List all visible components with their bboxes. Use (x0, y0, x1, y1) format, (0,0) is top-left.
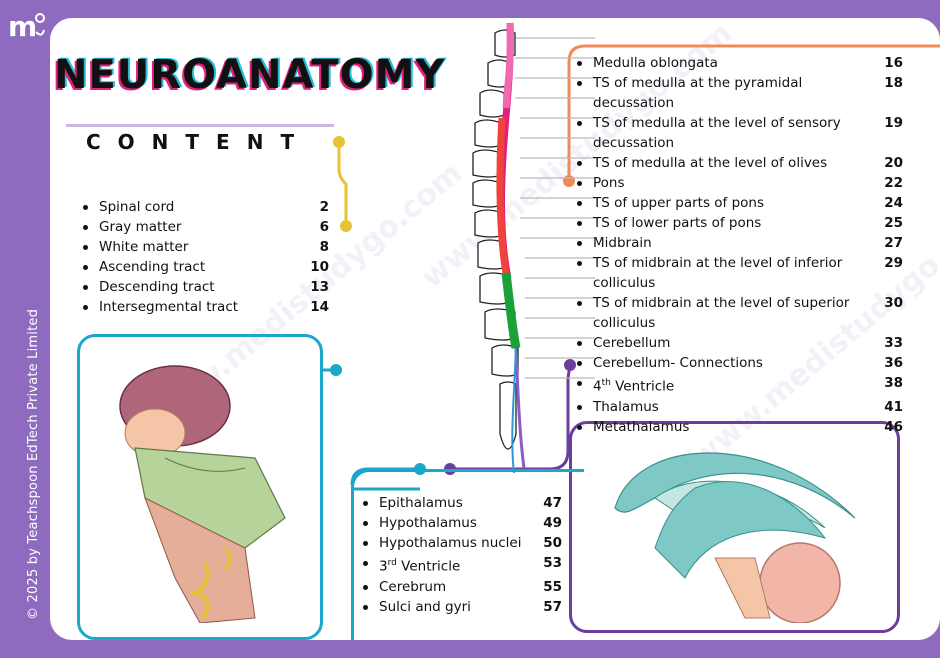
toc-item-page: 36 (884, 355, 903, 371)
toc-item-title: Hypothalamus nuclei (379, 535, 522, 551)
brainstem-illustration (119, 365, 286, 623)
toc-item-page: 33 (884, 335, 903, 351)
toc-item-page: 47 (543, 495, 562, 511)
spinal-column-illustration (472, 22, 595, 474)
toc-item-page: 30 (884, 295, 903, 311)
toc-item[interactable]: TS of upper parts of pons 24 (577, 193, 903, 213)
toc-item-title: TS of midbrain at the level of superior … (593, 295, 850, 331)
toc-item-title: Midbrain (593, 235, 652, 251)
toc-item[interactable]: Thalamus 41 (577, 397, 903, 417)
svg-text:m: m (8, 10, 37, 43)
toc-item-page: 38 (884, 375, 903, 391)
toc-item[interactable]: Hypothalamus 49 (363, 513, 562, 533)
toc-item[interactable]: TS of midbrain at the level of inferior … (577, 253, 903, 293)
toc-item-page: 13 (310, 279, 329, 295)
toc-item[interactable]: Sulci and gyri 57 (363, 597, 562, 617)
toc-item-title: Sulci and gyri (379, 598, 471, 615)
toc-item-title: 4th Ventricle (593, 378, 675, 395)
toc-item[interactable]: Descending tract 13 (83, 277, 329, 297)
toc-item[interactable]: Spinal cord 2 (83, 197, 329, 217)
brand-logo: m (8, 10, 45, 43)
toc-item[interactable]: TS of lower parts of pons 25 (577, 213, 903, 233)
toc-item-page: 19 (884, 115, 903, 131)
toc-item-title: Cerebellum- Connections (593, 355, 763, 371)
toc-item-page: 57 (543, 598, 562, 615)
toc-item[interactable]: 3rd Ventricle 53 (363, 553, 562, 577)
toc-item[interactable]: TS of medulla at the pyramidal decussati… (577, 73, 903, 113)
toc-item-title: Ascending tract (99, 259, 206, 275)
toc-item[interactable]: Pons 22 (577, 173, 903, 193)
toc-item-page: 55 (543, 578, 562, 595)
toc-item[interactable]: Medulla oblongata 16 (577, 53, 903, 73)
toc-item-page: 18 (884, 75, 903, 91)
toc-item[interactable]: Epithalamus 47 (363, 493, 562, 513)
title-underline (66, 124, 334, 127)
toc-item-page: 50 (543, 535, 562, 551)
toc-item[interactable]: 4th Ventricle 38 (577, 373, 903, 397)
toc-item-title: TS of upper parts of pons (593, 195, 764, 211)
toc-item-page: 29 (884, 255, 903, 271)
toc-item[interactable]: Cerebellum- Connections 36 (577, 353, 903, 373)
brainstem-image-frame (77, 334, 323, 640)
toc-item-page: 25 (884, 215, 903, 231)
toc-item-page: 20 (884, 155, 903, 171)
toc-item-title: Pons (593, 175, 625, 191)
toc-item[interactable]: TS of medulla at the level of olives 20 (577, 153, 903, 173)
toc-item-page: 41 (884, 398, 903, 415)
toc-item[interactable]: Intersegmental tract 14 (83, 297, 329, 317)
toc-item-page: 2 (319, 199, 329, 215)
toc-item[interactable]: Ascending tract 10 (83, 257, 329, 277)
toc-item[interactable]: Gray matter 6 (83, 217, 329, 237)
toc-item[interactable]: Cerebrum 55 (363, 577, 562, 597)
toc-item-page: 49 (543, 515, 562, 531)
toc-item-title: TS of medulla at the pyramidal decussati… (593, 75, 803, 111)
toc-item-title: Descending tract (99, 279, 215, 295)
page-title: NEUROANATOMY (54, 52, 446, 98)
toc-item-title: Hypothalamus (379, 515, 477, 531)
sagittal-brain-image-frame (569, 421, 900, 633)
content-page: www.medistudygo.com www.medistudygo.com … (50, 18, 940, 640)
toc-item-title: TS of lower parts of pons (593, 215, 762, 231)
toc-item-page: 10 (310, 259, 329, 275)
toc-item-title: Cerebrum (379, 578, 447, 595)
toc-item-page: 46 (884, 418, 903, 435)
toc-item-title: TS of midbrain at the level of inferior … (593, 255, 843, 291)
toc-item-title: 3rd Ventricle (379, 558, 461, 575)
list-frame (351, 469, 584, 640)
copyright-text: © 2025 by Teachspoon EdTech Private Limi… (26, 308, 41, 620)
toc-item-page: 53 (543, 555, 562, 571)
toc-item-title: TS of medulla at the level of olives (593, 155, 828, 171)
toc-item[interactable]: White matter 8 (83, 237, 329, 257)
toc-item-page: 27 (884, 235, 903, 251)
toc-item-title: Intersegmental tract (99, 299, 239, 315)
toc-item-page: 22 (884, 175, 903, 191)
toc-item[interactable]: Metathalamus 46 (577, 417, 903, 437)
toc-item-title: Metathalamus (593, 418, 690, 435)
toc-item-page: 24 (884, 195, 903, 211)
toc-item[interactable]: TS of midbrain at the level of superior … (577, 293, 903, 333)
sagittal-brain-illustration (614, 452, 856, 623)
toc-item-title: Gray matter (99, 219, 182, 235)
toc-item-page: 8 (319, 239, 329, 255)
toc-item-title: TS of medulla at the level of sensory de… (593, 115, 841, 151)
toc-item-page: 16 (884, 55, 903, 71)
toc-item-title: Medulla oblongata (593, 55, 718, 71)
toc-item[interactable]: TS of medulla at the level of sensory de… (577, 113, 903, 153)
toc-list-brainstem: Medulla oblongata 16 TS of medulla at the … (577, 53, 903, 437)
toc-item[interactable]: Midbrain 27 (577, 233, 903, 253)
toc-item-title: Epithalamus (379, 495, 463, 511)
content-heading: CONTENT (86, 130, 312, 154)
toc-item-title: Cerebellum (593, 335, 671, 351)
toc-item[interactable]: Hypothalamus nuclei 50 (363, 533, 562, 553)
toc-item-title: Spinal cord (99, 199, 175, 215)
toc-item-page: 6 (319, 219, 329, 235)
toc-item-title: Thalamus (593, 398, 659, 415)
toc-item-page: 14 (310, 299, 329, 315)
toc-item-title: White matter (99, 239, 189, 255)
toc-item[interactable]: Cerebellum 33 (577, 333, 903, 353)
